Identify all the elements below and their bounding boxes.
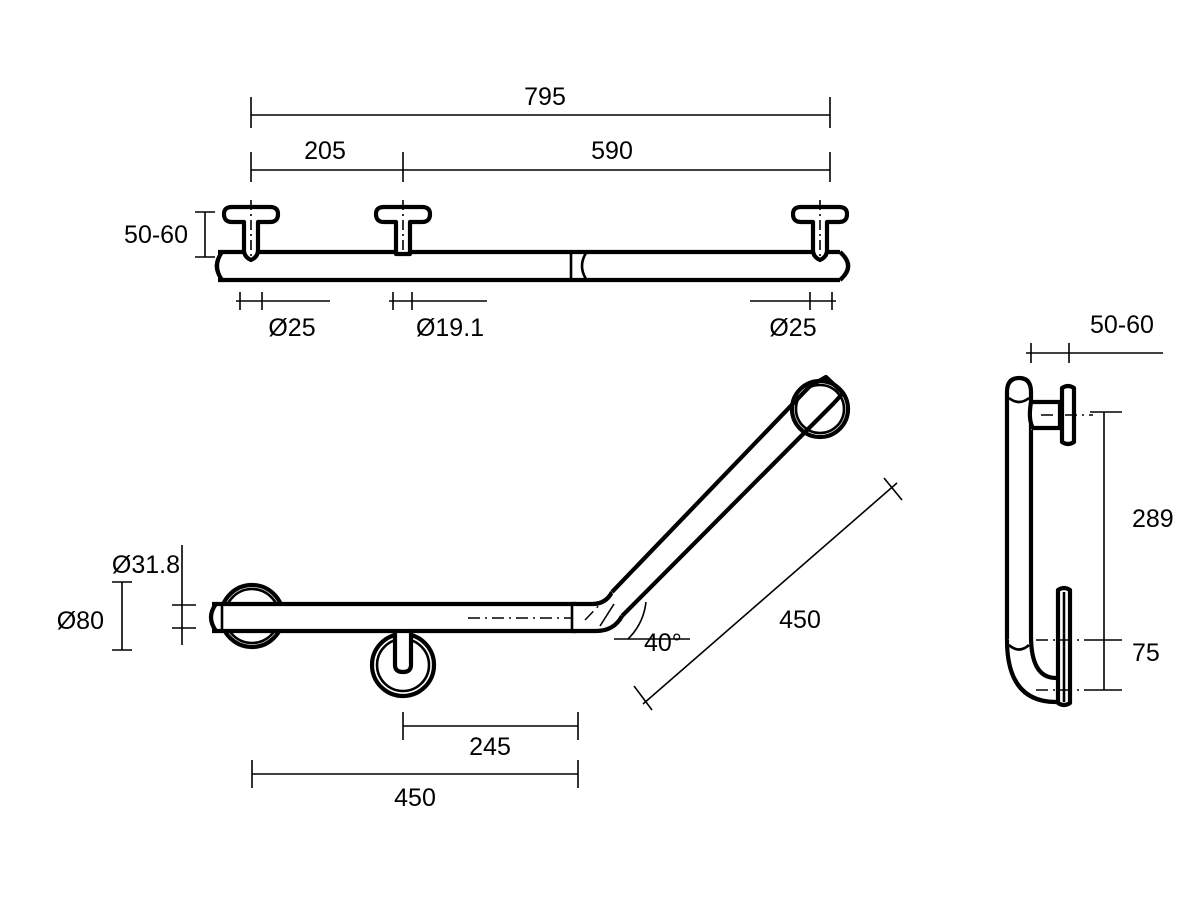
dim-diameter-80: [112, 581, 132, 651]
label-75: 75: [1132, 639, 1160, 667]
main-elbow-bend: [570, 590, 625, 638]
main-horizontal-tube: [208, 601, 600, 634]
side-bottom-elbow: [1004, 635, 1057, 705]
label-50-60-side: 50-60: [1090, 311, 1154, 339]
dim-795: [250, 97, 831, 128]
dim-diameter-25-right: [750, 292, 836, 310]
label-diameter-19-1: Ø19.1: [416, 314, 484, 342]
label-245: 245: [469, 733, 511, 761]
top-flange-left: [221, 200, 281, 263]
label-289: 289: [1132, 505, 1174, 533]
dimension-labels: 795 205 590 50-60 Ø25 Ø19.1 Ø25 Ø31.8 Ø8…: [57, 83, 1174, 812]
main-top-flange: [789, 378, 851, 440]
label-450-horizontal: 450: [394, 784, 436, 812]
dim-245: [402, 712, 579, 740]
dim-50-60-top: [195, 211, 215, 258]
label-diameter-80: Ø80: [57, 607, 104, 635]
label-50-60-top: 50-60: [124, 221, 188, 249]
main-mid-support: [369, 628, 437, 699]
dim-diameter-19-1: [389, 292, 487, 310]
label-angle-40: 40°: [644, 629, 682, 657]
side-view-group: [1004, 343, 1163, 708]
dim-450-angled: [633, 477, 903, 711]
label-205: 205: [304, 137, 346, 165]
top-flange-right: [790, 200, 850, 263]
dim-angle-40: [599, 601, 690, 640]
side-top-bracket: [1027, 383, 1093, 447]
label-diameter-31-8: Ø31.8: [112, 551, 180, 579]
dim-diameter-25-left: [236, 292, 330, 310]
label-795: 795: [524, 83, 566, 111]
dim-75: [1090, 640, 1122, 691]
dim-450-horizontal: [251, 760, 579, 788]
side-view-tube: [1004, 375, 1034, 640]
top-view-tube: [214, 249, 851, 283]
label-diameter-25-left: Ø25: [268, 314, 315, 342]
dim-205-590: [250, 152, 831, 182]
label-diameter-25-right: Ø25: [769, 314, 816, 342]
label-590: 590: [591, 137, 633, 165]
dim-289: [1090, 411, 1122, 641]
top-view-group: [195, 97, 851, 310]
main-view-group: [112, 374, 903, 788]
top-flange-middle: [373, 200, 433, 258]
side-wall-plate: [1036, 585, 1090, 708]
dim-50-60-side: [1026, 343, 1163, 363]
dim-diameter-31-8: [172, 545, 196, 645]
label-450-angled: 450: [779, 606, 821, 634]
